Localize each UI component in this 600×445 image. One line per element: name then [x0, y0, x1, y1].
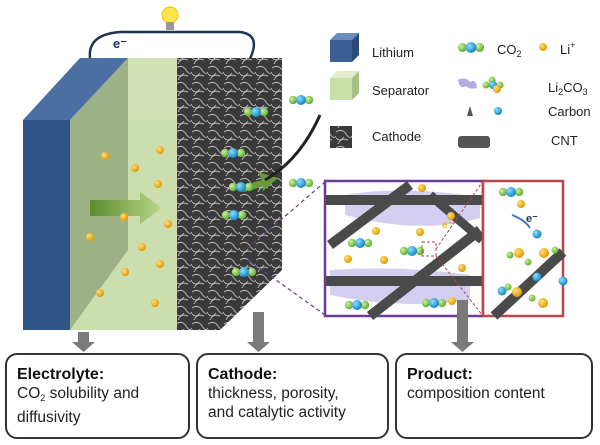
legend-co2: CO2 — [497, 42, 522, 59]
light-bulb-icon — [161, 6, 179, 24]
lithium-slab — [23, 120, 70, 330]
carbon-triangle-icon — [467, 106, 473, 116]
cathode-title: Cathode: — [208, 366, 278, 383]
co2-legend-icon — [457, 42, 485, 53]
li2co3-shape-icon — [458, 78, 477, 89]
cathode-desc: thickness, porosity, — [208, 385, 339, 402]
carbon-legend-icon — [494, 107, 502, 115]
product-electron-label: e⁻ — [526, 213, 538, 225]
legend-lithium: Lithium — [372, 45, 414, 60]
cnt-legend-icon — [458, 136, 490, 148]
legend-separator: Separator — [372, 83, 430, 98]
inset-electron-label: e⁻ — [442, 220, 453, 231]
circuit-wire — [88, 30, 255, 71]
product-box: Product: composition content — [395, 353, 593, 439]
inset-product-zoom — [481, 179, 568, 320]
inset-cathode-zoom — [323, 179, 485, 320]
lithium-legend-icon — [330, 40, 352, 62]
legend-cathode: Cathode — [372, 129, 422, 144]
electrolyte-desc: CO2 solubility and — [17, 385, 140, 403]
li-ion-legend-icon — [539, 43, 547, 51]
electrolyte-desc-2: diffusivity — [17, 409, 81, 426]
product-title: Product: — [407, 366, 473, 383]
legend-carbon: Carbon — [548, 104, 591, 119]
diffusion-arrow — [90, 192, 162, 224]
lithium-top — [23, 58, 128, 120]
separator-legend-icon — [330, 78, 352, 100]
electrolyte-title: Electrolyte: — [17, 366, 105, 383]
legend-cnt: CNT — [551, 133, 578, 148]
electrolyte-box: Electrolyte: CO2 solubility and diffusiv… — [5, 353, 190, 439]
li-ions — [86, 146, 172, 307]
legend-li2co3: Li2CO3 — [548, 80, 588, 97]
li2co3-molecule-icon — [482, 76, 504, 93]
cathode-desc-2: and catalytic activity — [208, 404, 346, 421]
cathode-box: Cathode: thickness, porosity, and cataly… — [196, 353, 389, 439]
cathode-slab — [177, 58, 282, 330]
cathode-legend-icon — [330, 126, 352, 148]
product-desc: composition content — [407, 385, 545, 402]
legend-li-ion: Li+ — [560, 40, 576, 57]
down-arrows — [72, 300, 474, 352]
electron-label: e⁻ — [113, 36, 128, 51]
